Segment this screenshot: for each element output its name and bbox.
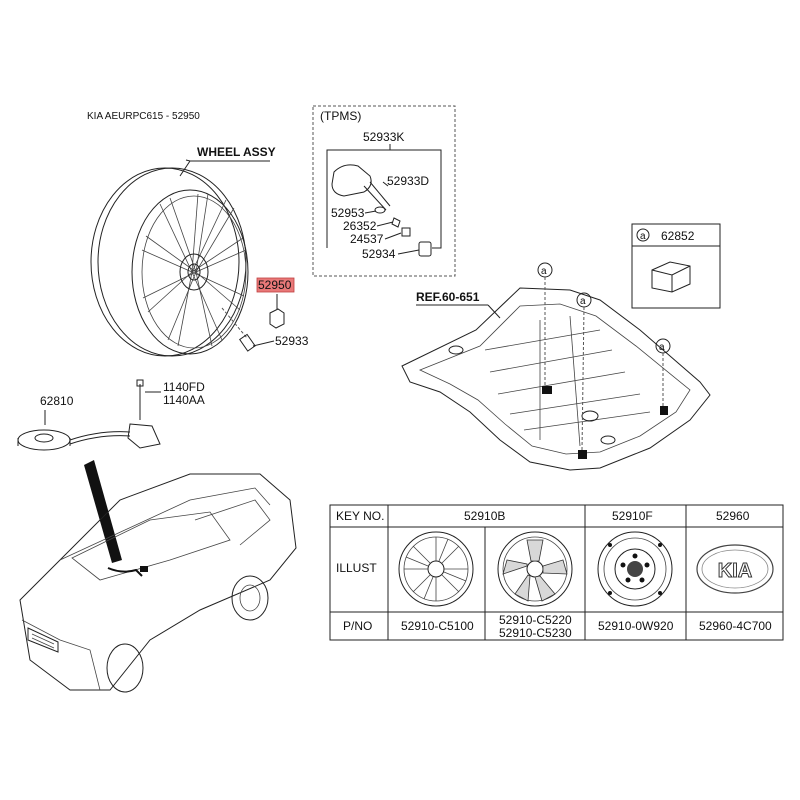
tpms-group: (TPMS) 52933K 52933D 52953 26352 24537 5… <box>312 105 456 277</box>
tpms-label: (TPMS) <box>320 109 361 123</box>
lug-nut-part <box>269 294 285 329</box>
part-52933-label: 52933 <box>275 334 309 348</box>
marker-a-3: a <box>659 342 665 353</box>
key-52910B: 52910B <box>464 509 505 523</box>
pno-52960-4C700: 52960-4C700 <box>699 619 772 633</box>
tpms-valve-stem-part: 52933 <box>221 307 309 352</box>
part-24537-label: 24537 <box>350 232 384 246</box>
floor-pan-drawing: REF.60-651 a a a <box>401 262 711 471</box>
part-62810-label: 62810 <box>40 394 74 408</box>
pno-52910-C5100: 52910-C5100 <box>401 619 474 633</box>
part-62852-frame <box>631 223 721 309</box>
vehicle-drawing <box>19 473 297 693</box>
wheel-assy-label: WHEEL ASSY <box>197 145 276 159</box>
alloy-wheel-10-spoke-icon[interactable] <box>398 531 474 607</box>
steel-spare-wheel-icon[interactable] <box>597 531 673 607</box>
marker-a-1: a <box>541 266 547 277</box>
emblem-text: KIA <box>718 560 752 582</box>
row-label-key-no: KEY NO. <box>336 509 384 523</box>
part-62852-label: 62852 <box>661 229 695 243</box>
part-52950-callout[interactable]: 52950 <box>256 277 295 293</box>
part-52933D-label: 52933D <box>387 174 429 188</box>
row-label-illust: ILLUST <box>336 561 377 575</box>
key-52910F: 52910F <box>612 509 653 523</box>
part-1140AA-label: 1140AA <box>163 393 205 407</box>
ref-60-651-label: REF.60-651 <box>416 290 480 304</box>
part-1140FD-label: 1140FD <box>163 380 205 394</box>
part-26352-label: 26352 <box>343 219 377 233</box>
marker-a-62852: a <box>640 231 646 242</box>
part-52934-label: 52934 <box>362 247 396 261</box>
pno-52910-0W920: 52910-0W920 <box>598 619 674 633</box>
kia-emblem-icon[interactable]: KIA <box>696 544 774 594</box>
wheel-assembly-drawing: WHEEL ASSY <box>90 145 276 357</box>
highlight-box <box>256 277 295 293</box>
spare-tire-carrier-drawing: 62810 1140FD 1140AA <box>17 379 205 451</box>
wheel-options-table: KEY NO. ILLUST P/NO 52910B 52910F 52960 … <box>329 504 784 641</box>
pno-52910-C5220: 52910-C5220 <box>499 613 572 627</box>
marker-a-2: a <box>580 296 586 307</box>
part-52953-label: 52953 <box>331 206 365 220</box>
tpms-dashed-frame <box>312 105 456 277</box>
part-52950-label: 52950 <box>258 278 292 292</box>
row-label-pno: P/NO <box>343 619 372 633</box>
part-62852-group: a 62852 <box>631 223 721 309</box>
alloy-wheel-5-spoke-icon[interactable] <box>497 531 573 607</box>
diagram-header-title: KIA AEURPC615 - 52950 <box>87 111 200 122</box>
key-52960: 52960 <box>716 509 750 523</box>
part-52933K-label: 52933K <box>363 130 404 144</box>
pointer-arrow <box>84 460 122 563</box>
pno-52910-C5230: 52910-C5230 <box>499 626 572 640</box>
